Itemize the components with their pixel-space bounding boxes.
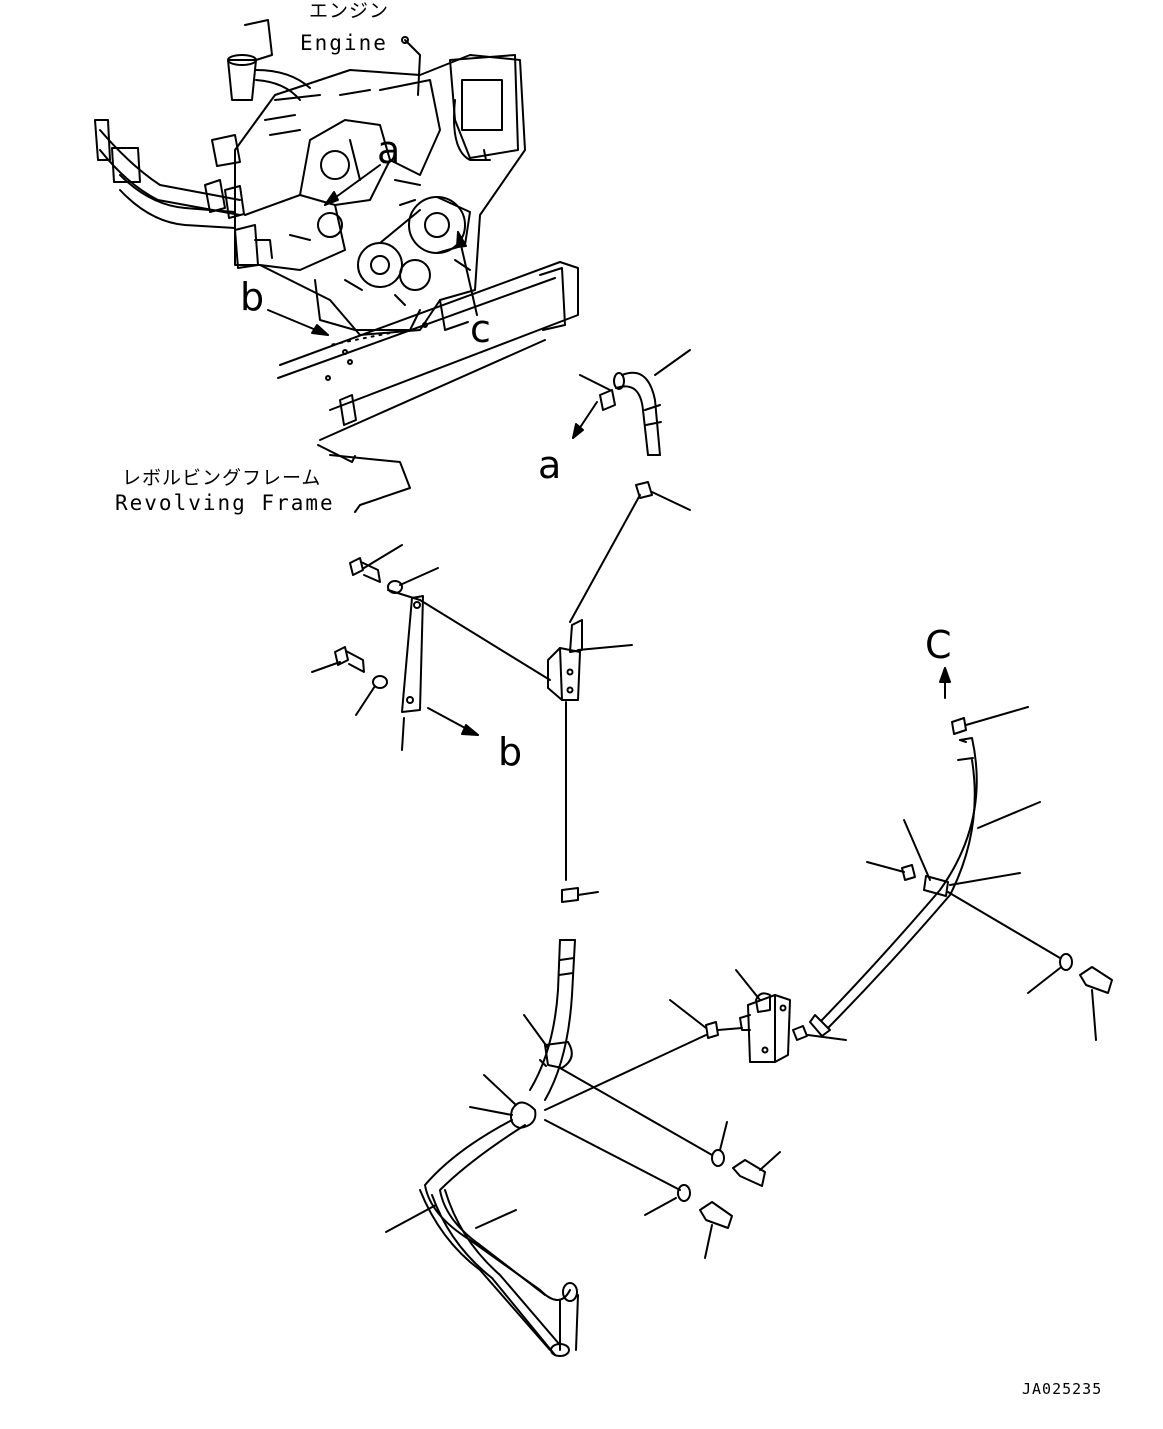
frame-label-en: Revolving Frame	[115, 491, 335, 515]
grommet-upper	[569, 481, 691, 623]
lower-hose	[385, 887, 713, 1357]
right-hose	[809, 667, 1113, 1041]
engine-label-jp: エンジン	[309, 0, 389, 22]
lower-fasteners	[644, 1121, 781, 1259]
frame-label-jp: レボルビングフレーム	[122, 467, 321, 489]
valve-block	[669, 969, 847, 1063]
arrow-a-engine	[324, 164, 381, 206]
callout-c-hose: C	[925, 623, 952, 667]
arrow-c-engine	[456, 231, 478, 316]
upper-hose	[572, 349, 691, 456]
callout-b-bracket: b	[498, 730, 522, 774]
engine-drawing	[94, 19, 526, 336]
arrow-b-frame	[267, 309, 329, 336]
callout-a-hose: a	[538, 443, 561, 487]
engine-label-en: Engine	[300, 31, 388, 55]
document-id: JA025235	[1022, 1380, 1102, 1398]
revolving-frame-drawing	[277, 259, 579, 513]
callout-c-engine: c	[470, 307, 491, 351]
callout-b-frame: b	[240, 275, 264, 319]
bracket-cluster	[311, 544, 633, 881]
callout-a-engine: a	[377, 128, 400, 172]
